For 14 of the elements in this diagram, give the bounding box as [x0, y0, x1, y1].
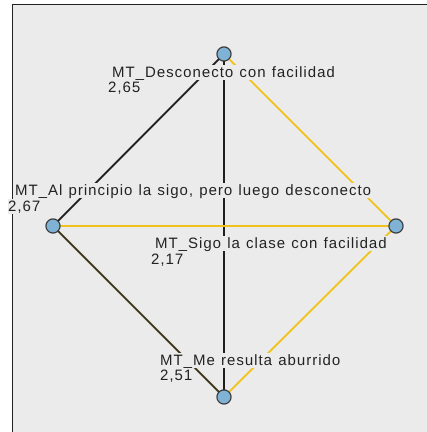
point-marker: [216, 389, 232, 405]
point-label: MT_Me resulta aburrido: [160, 353, 342, 368]
value-label: 2,65: [108, 80, 142, 95]
point-marker: [388, 218, 404, 234]
value-label: 2,51: [160, 368, 194, 383]
point-marker: [45, 218, 61, 234]
point-label: MT_Sigo la clase con facilidad: [155, 236, 388, 251]
connector-line: [60, 225, 389, 227]
value-label: 2,17: [151, 252, 184, 267]
point-label: MT_Desconecto con facilidad: [112, 65, 336, 80]
value-label: 2,67: [8, 199, 42, 214]
point-marker: [216, 46, 232, 62]
point-label: MT_Al principio la sigo, pero luego desconecto: [15, 183, 372, 198]
connector-line: [57, 230, 220, 393]
